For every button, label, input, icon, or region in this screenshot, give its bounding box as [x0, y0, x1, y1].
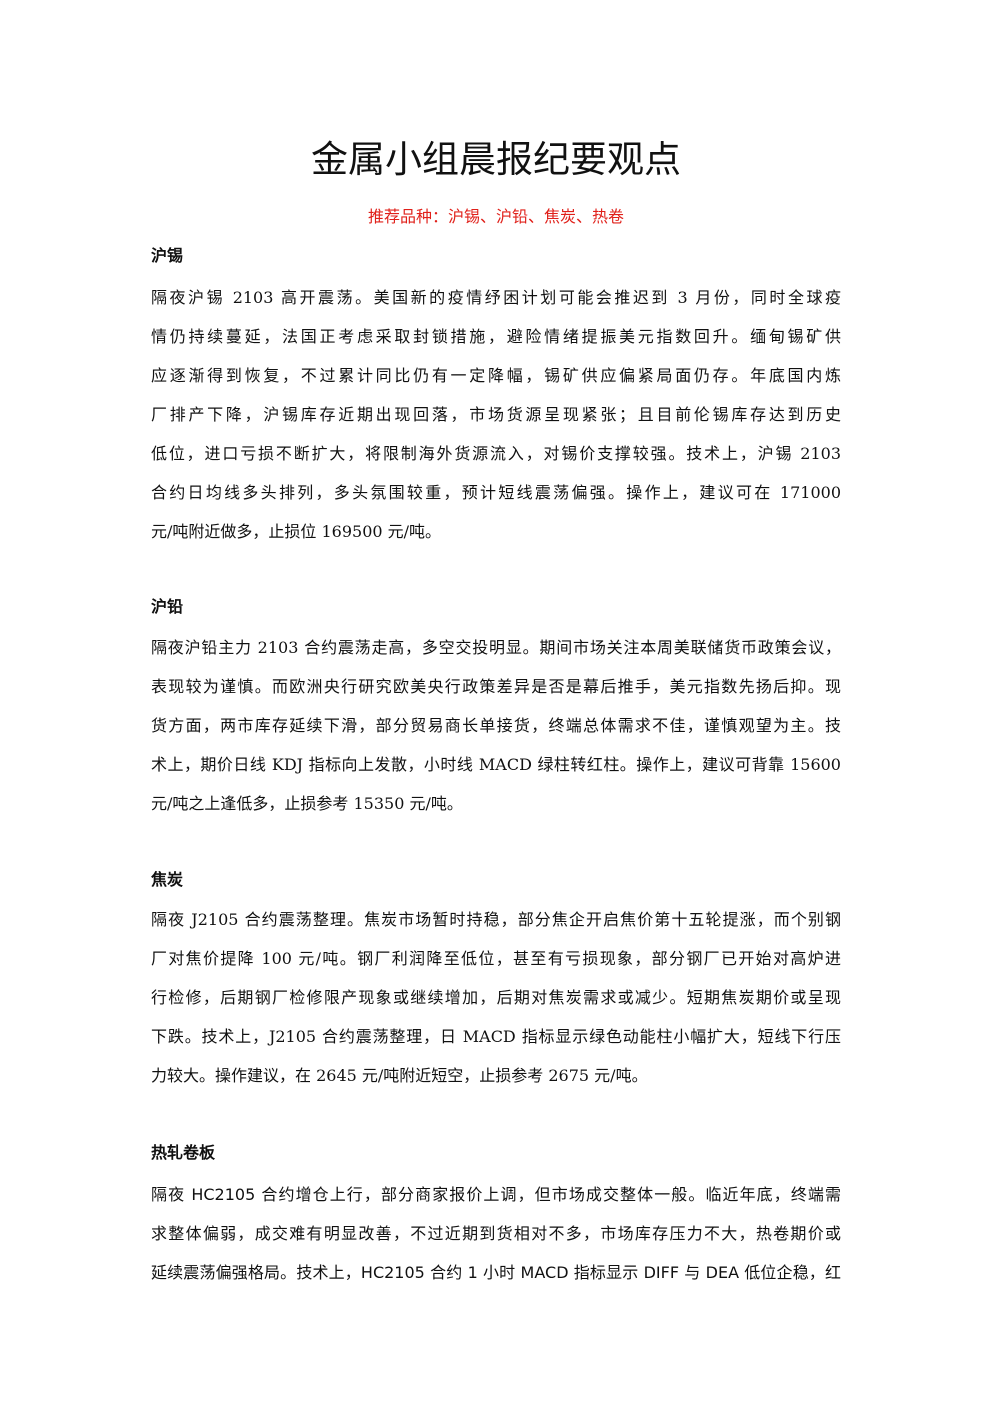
text-line: 术上，期价日线 KDJ 指标向上发散，小时线 MACD 绿柱转红柱。操作上，建议…: [151, 755, 841, 774]
section-body-coke: 隔夜 J2105 合约震荡整理。焦炭市场暂时持稳，部分焦企开启焦价第十五轮提涨，…: [151, 900, 841, 1095]
text-line: 情仍持续蔓延，法国正考虑采取封锁措施，避险情绪提振美元指数回升。缅甸锡矿供: [151, 327, 841, 346]
section-heading-lead: 沪铅: [151, 597, 184, 616]
section-body-lead: 隔夜沪铅主力 2103 合约震荡走高，多空交投明显。期间市场关注本周美联储货币政…: [151, 628, 841, 823]
section-heading-coke: 焦炭: [151, 870, 184, 889]
text-line: 合约日均线多头排列，多头氛围较重，预计短线震荡偏强。操作上，建议可在 17100…: [151, 483, 841, 502]
text-line: 下跌。技术上，J2105 合约震荡整理，日 MACD 指标显示绿色动能柱小幅扩大…: [151, 1027, 841, 1046]
text-line: 厂排产下降，沪锡库存近期出现回落，市场货源呈现紧张；且目前伦锡库存达到历史: [151, 405, 841, 424]
section-heading-hot-rolled-coil: 热轧卷板: [151, 1143, 216, 1162]
text-line: 隔夜 HC2105 合约增仓上行，部分商家报价上调，但市场成交整体一般。临近年底…: [151, 1185, 841, 1204]
section-body-hot-rolled-coil: 隔夜 HC2105 合约增仓上行，部分商家报价上调，但市场成交整体一般。临近年底…: [151, 1175, 841, 1292]
section-heading-tin: 沪锡: [151, 246, 184, 265]
text-line: 隔夜沪锡 2103 高开震荡。美国新的疫情纾困计划可能会推迟到 3 月份，同时全…: [151, 288, 841, 307]
text-line: 力较大。操作建议，在 2645 元/吨附近短空，止损参考 2675 元/吨。: [151, 1066, 648, 1085]
recommended-varieties: 推荐品种：沪锡、沪铅、焦炭、热卷: [367, 207, 624, 226]
text-line: 延续震荡偏强格局。技术上，HC2105 合约 1 小时 MACD 指标显示 DI…: [151, 1263, 841, 1282]
text-line: 元/吨附近做多，止损位 169500 元/吨。: [151, 522, 442, 541]
text-line: 低位，进口亏损不断扩大，将限制海外货源流入，对锡价支撑较强。技术上，沪锡 210…: [151, 444, 841, 463]
text-line: 行检修，后期钢厂检修限产现象或继续增加，后期对焦炭需求或减少。短期焦炭期价或呈现: [151, 988, 841, 1007]
text-line: 隔夜沪铅主力 2103 合约震荡走高，多空交投明显。期间市场关注本周美联储货币政…: [151, 638, 841, 657]
text-line: 元/吨之上逢低多，止损参考 15350 元/吨。: [151, 794, 463, 813]
text-line: 表现较为谨慎。而欧洲央行研究欧美央行政策差异是否是幕后推手，美元指数先扬后抑。现: [151, 677, 841, 696]
text-line: 求整体偏弱，成交难有明显改善，不过近期到货相对不多，市场库存压力不大，热卷期价或: [151, 1224, 841, 1243]
text-line: 厂对焦价提降 100 元/吨。钢厂利润降至低位，甚至有亏损现象，部分钢厂已开始对…: [151, 949, 841, 968]
text-line: 货方面，两市库存延续下滑，部分贸易商长单接货，终端总体需求不佳，谨慎观望为主。技: [151, 716, 841, 735]
page-title: 金属小组晨报纪要观点: [311, 138, 681, 181]
text-line: 应逐渐得到恢复，不过累计同比仍有一定降幅，锡矿供应偏紧局面仍存。年底国内炼: [151, 366, 841, 385]
text-line: 隔夜 J2105 合约震荡整理。焦炭市场暂时持稳，部分焦企开启焦价第十五轮提涨，…: [151, 910, 841, 929]
section-body-tin: 隔夜沪锡 2103 高开震荡。美国新的疫情纾困计划可能会推迟到 3 月份，同时全…: [151, 278, 841, 551]
